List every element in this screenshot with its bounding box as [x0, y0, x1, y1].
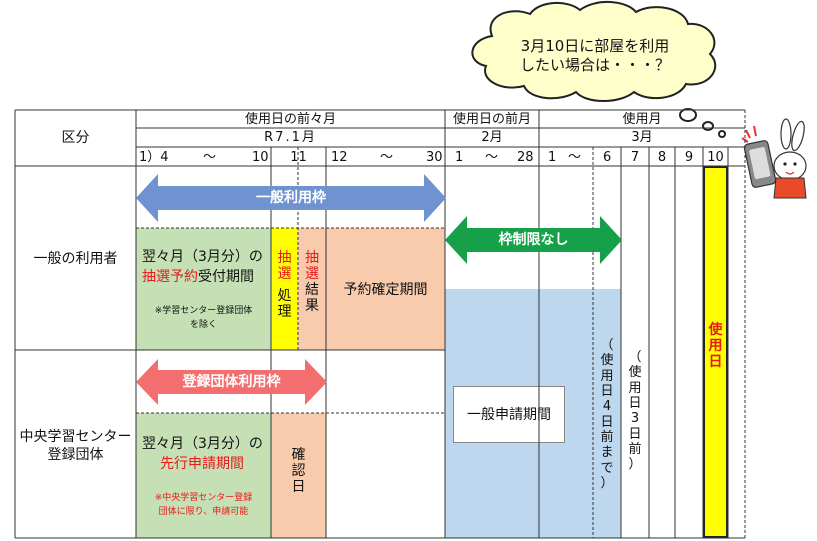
- day-label: 6: [603, 150, 612, 165]
- group-quota-arrow: [136, 359, 327, 405]
- char: 選: [305, 266, 319, 283]
- period-use-header: 使用月: [622, 112, 662, 127]
- char: 使: [708, 322, 723, 338]
- char: 用: [708, 338, 723, 355]
- day-label: 11: [290, 150, 307, 165]
- char: ）: [600, 475, 614, 491]
- char: （: [628, 350, 642, 365]
- confirm-day-cell: [271, 413, 326, 538]
- thought-bubble: [471, 0, 726, 138]
- char: 用: [600, 368, 614, 384]
- char: 理: [277, 304, 292, 321]
- day-label: 8: [657, 150, 667, 165]
- char: 抽: [277, 250, 292, 266]
- confirm-period-text: 予約確定期間: [343, 282, 428, 298]
- advance-note-1: ※中央学習センター登録: [154, 493, 253, 503]
- month-prev1: 2月: [481, 130, 503, 145]
- day-label: ～: [380, 150, 394, 165]
- bubble-line-1: 3月10日に部屋を利用: [520, 37, 670, 55]
- advance-text-line1: 翌々月（3月分）の: [142, 436, 263, 452]
- group-quota-label: 登録団体利用枠: [182, 374, 281, 390]
- day-label: 9: [684, 150, 694, 165]
- reservation-confirm-cell: [326, 228, 445, 350]
- char: 日: [600, 414, 614, 430]
- deadline-3days-text: （ 使 用 日 3 日 前 ）: [621, 350, 649, 473]
- day-label: ～: [485, 150, 499, 165]
- char: 日: [628, 426, 642, 442]
- char: 日: [291, 479, 306, 496]
- general-quota-label: 一般利用枠: [256, 190, 326, 206]
- lottery-red-text: 抽選予約: [142, 269, 198, 285]
- confirm-day-text: 確 認 日: [271, 447, 326, 495]
- row-label-center-1: 中央学習センター: [19, 429, 132, 445]
- month-use: 3月: [631, 130, 653, 145]
- general-quota-arrow: [136, 174, 446, 222]
- char: 3: [630, 411, 640, 427]
- day-label: 1: [548, 150, 557, 165]
- row-label-center-2: 登録団体: [47, 447, 104, 463]
- no-limit-arrow: [445, 216, 622, 264]
- char: ）: [628, 457, 642, 473]
- period-prev1-header: 使用日の前月: [452, 112, 531, 127]
- advance-apply-cell: [136, 413, 271, 538]
- lottery-result-text: 抽 選 結 果: [298, 250, 326, 314]
- day-label: 30: [426, 150, 443, 165]
- char: 処: [277, 288, 292, 304]
- no-limit-label: 枠制限なし: [498, 232, 569, 248]
- lottery-reception-cell: [136, 228, 271, 350]
- day-label: 28: [517, 150, 534, 165]
- char: 結: [305, 282, 319, 299]
- lottery-note-1: ※学習センター登録団体: [154, 306, 253, 316]
- use-day-text: 使 用 日: [703, 322, 728, 370]
- lottery-processing-text: 抽 選: [271, 250, 298, 282]
- char: 確: [291, 447, 306, 463]
- day-label: 1）4: [139, 150, 169, 165]
- char: で: [600, 460, 614, 476]
- day-label: 7: [630, 150, 640, 165]
- char: 認: [291, 463, 306, 480]
- char: 使: [628, 365, 642, 381]
- char: ま: [600, 445, 614, 461]
- day-label: ～: [568, 150, 582, 165]
- char: 日: [628, 395, 642, 411]
- row-label-general: 一般の利用者: [33, 251, 118, 267]
- general-apply-box: [453, 386, 565, 443]
- lottery-processing-cell: [271, 228, 298, 350]
- day-label: 1: [455, 150, 464, 165]
- char: 日: [600, 383, 614, 399]
- char: 用: [628, 380, 642, 396]
- month-prev2: R7.1月: [264, 130, 317, 145]
- bubble-line-2: したい場合は・・・？: [519, 56, 670, 74]
- lottery-processing-text-2: 処 理: [271, 288, 298, 320]
- char: 日: [708, 354, 723, 371]
- general-apply-text: 一般申請期間: [467, 407, 551, 423]
- deadline-4days-text: （ 使 用 日 4 日 前 ま で ）: [593, 338, 621, 491]
- advance-note-2: 団体に限り、申請可能: [158, 507, 249, 517]
- rabbit-with-phone-icon: [741, 118, 807, 199]
- lottery-note-2: を除く: [189, 320, 217, 330]
- period-prev2-header: 使用日の前々月: [244, 112, 336, 127]
- lottery-result-cell: [298, 228, 326, 350]
- char: 選: [277, 266, 292, 283]
- char: 前: [628, 441, 642, 457]
- char: 抽: [305, 250, 319, 266]
- category-header: 区分: [61, 130, 90, 146]
- char: 果: [305, 298, 319, 315]
- char: 4: [602, 399, 612, 415]
- day-label: ～: [203, 150, 217, 165]
- advance-red-text: 先行申請期間: [160, 456, 244, 472]
- use-day-column: [703, 166, 728, 538]
- lottery-text-line1: 翌々月（3月分）の: [142, 249, 263, 265]
- lottery-black-text: 受付期間: [198, 269, 254, 285]
- char: （: [600, 338, 614, 353]
- day-label: 12: [331, 150, 348, 165]
- char: 使: [600, 353, 614, 369]
- lottery-text-line2: 抽選予約受付期間: [142, 270, 254, 284]
- char: 前: [600, 429, 614, 445]
- day-label: 10: [707, 150, 724, 165]
- day-label: 10: [252, 150, 269, 165]
